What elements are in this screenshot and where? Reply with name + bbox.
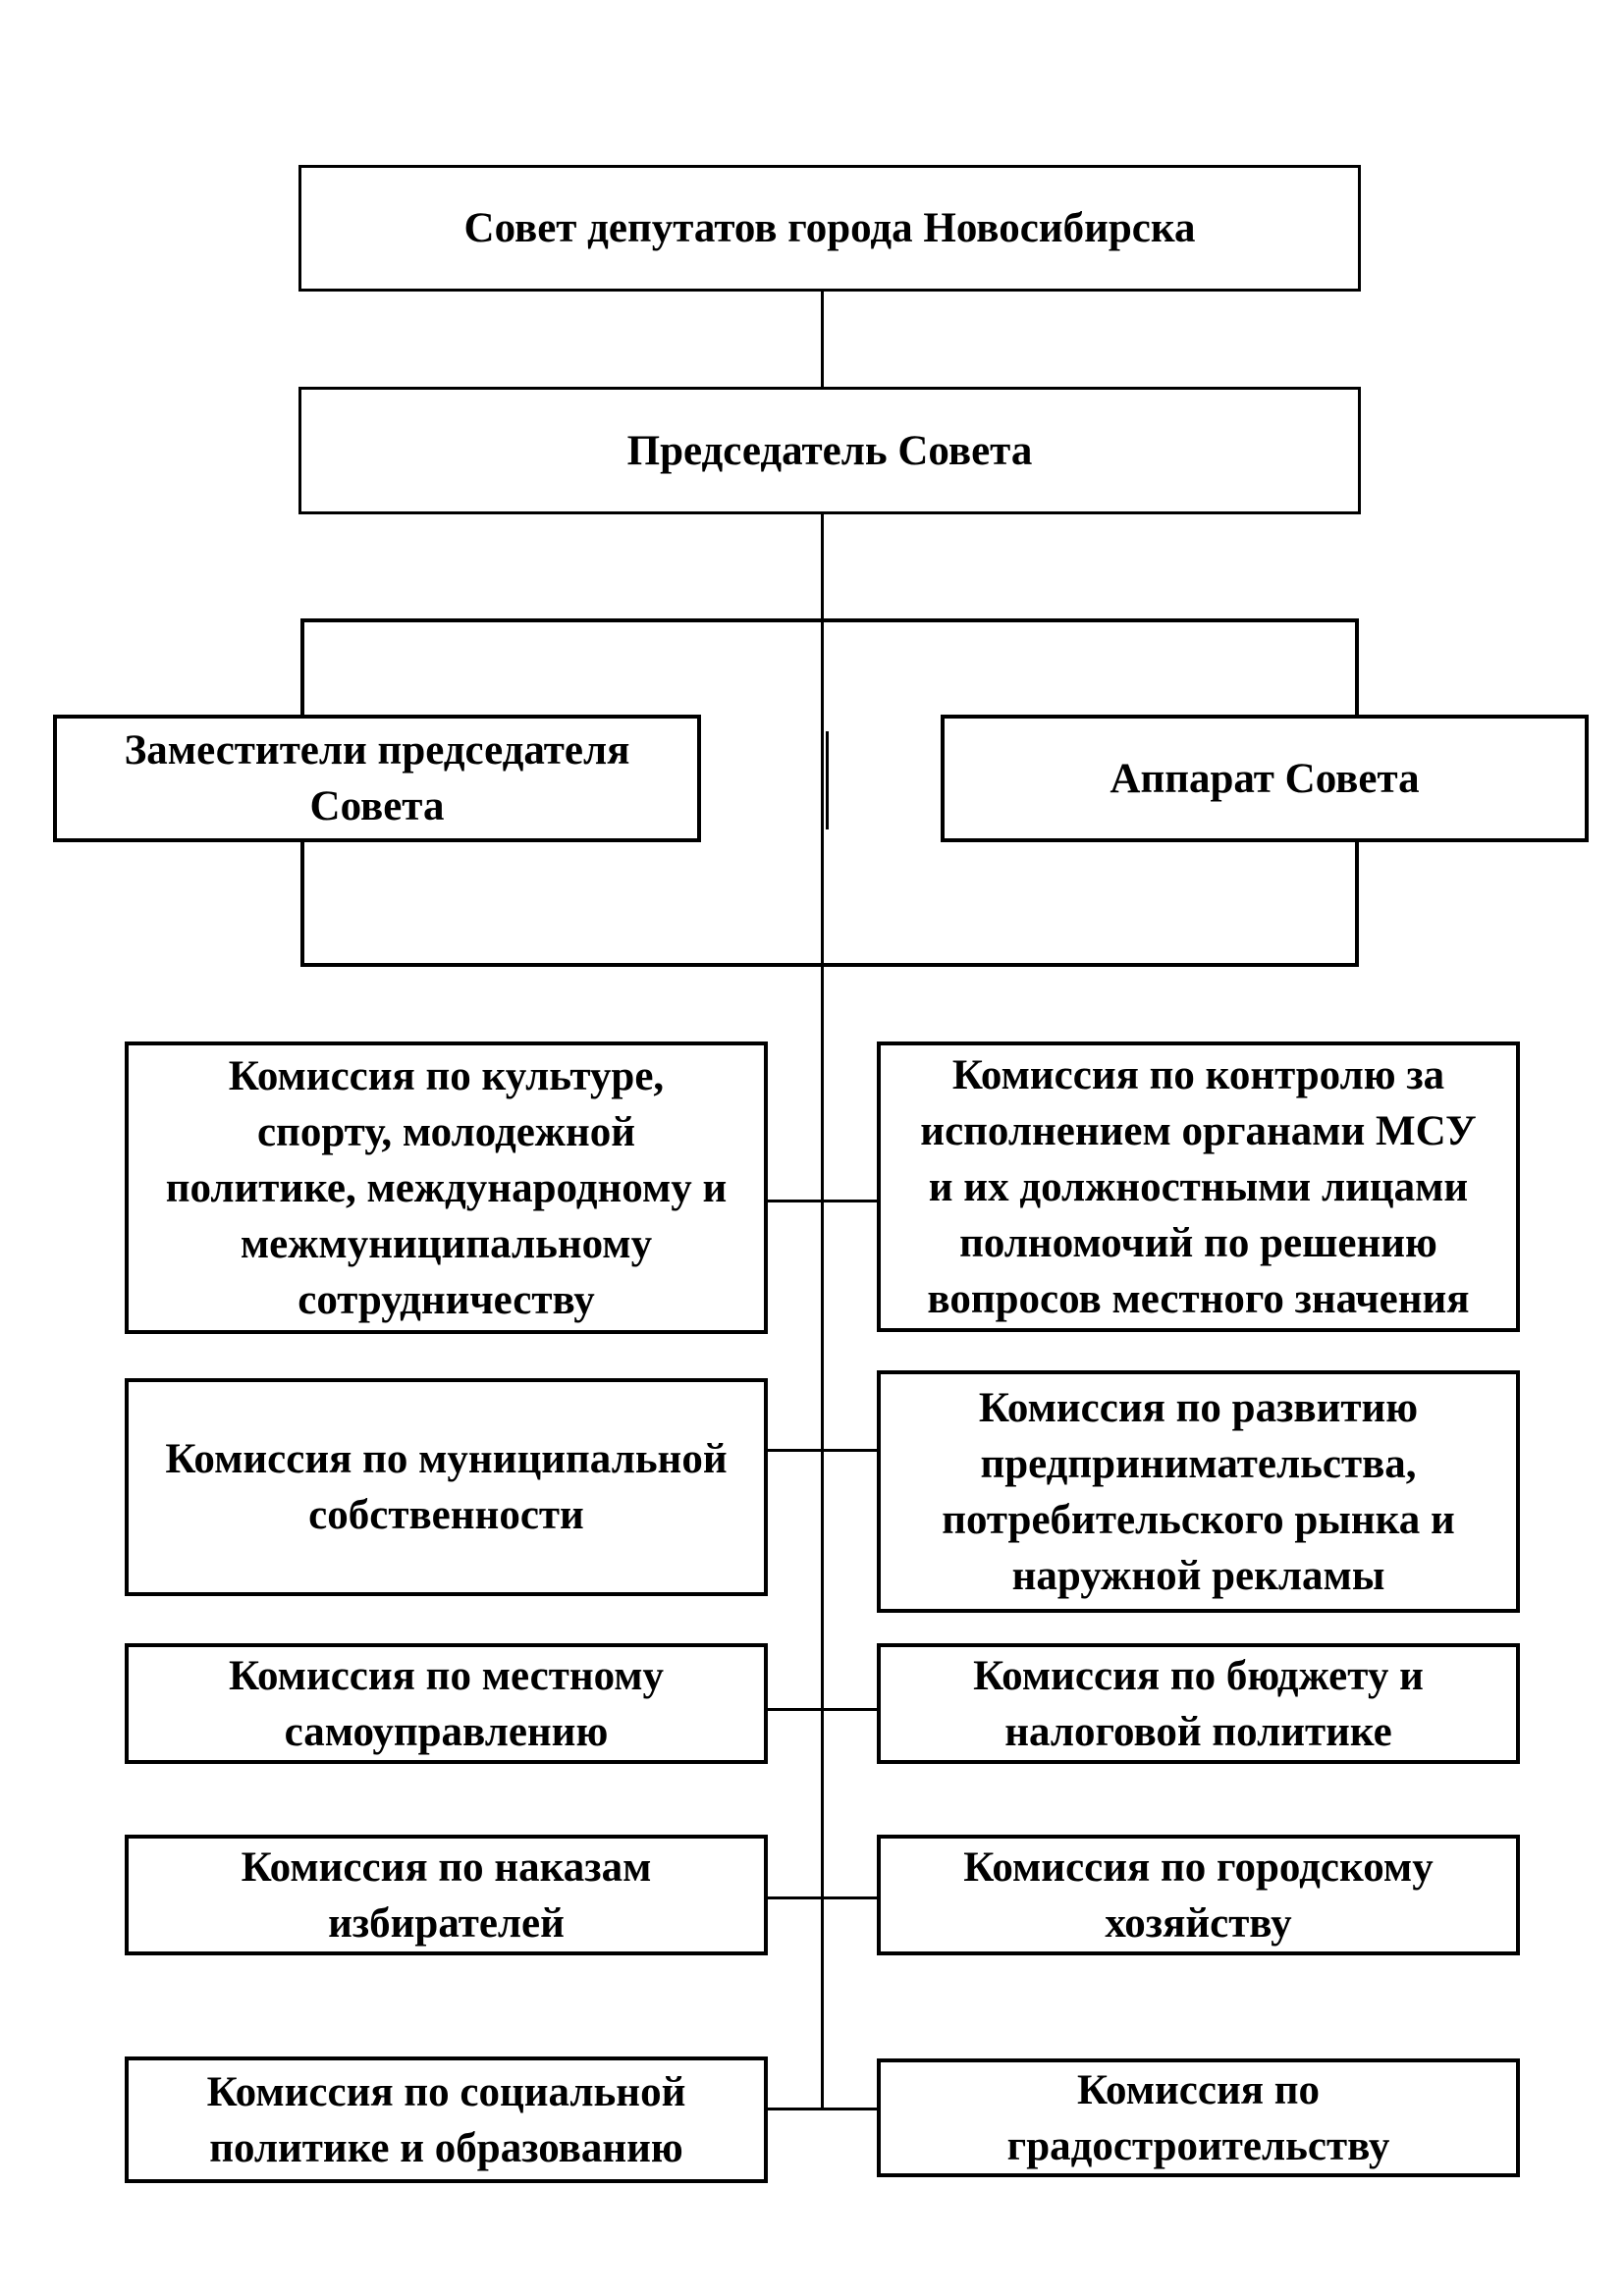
connector-row4 [768, 1896, 877, 1899]
org-box-council: Совет депутатов города Новосибирска [298, 165, 1361, 292]
connector-row5 [768, 2108, 877, 2110]
commission-budget-tax: Комиссия по бюджету и налоговой политике [877, 1643, 1520, 1764]
connector-central-trunk [821, 514, 824, 2110]
commission-voter-mandates: Комиссия по наказам избирателей [125, 1835, 768, 1955]
connector-row2 [768, 1449, 877, 1452]
commission-local-self-government: Комиссия по местному самоуправлению [125, 1643, 768, 1764]
commission-urban-planning: Комиссия по градостроительству [877, 2058, 1520, 2177]
connector-central-double-segment [826, 731, 829, 829]
commission-city-economy: Комиссия по городскому хозяйству [877, 1835, 1520, 1955]
connector-row1 [768, 1200, 877, 1202]
connector-row3 [768, 1708, 877, 1711]
org-box-apparatus: Аппарат Совета [941, 715, 1589, 842]
commission-social-policy-education: Комиссия по социальной политике и образо… [125, 2056, 768, 2183]
commission-municipal-property: Комиссия по муниципальной собственности [125, 1378, 768, 1596]
org-box-deputies: Заместители председателя Совета [53, 715, 701, 842]
commission-control-msu: Комиссия по контролю за исполнением орга… [877, 1041, 1520, 1332]
org-box-chairman: Председатель Совета [298, 387, 1361, 514]
commission-business-consumer-market: Комиссия по развитию предпринимательства… [877, 1370, 1520, 1613]
connector-council-chairman [821, 292, 824, 387]
commission-culture-sport-youth: Комиссия по культуре, спорту, молодежной… [125, 1041, 768, 1334]
